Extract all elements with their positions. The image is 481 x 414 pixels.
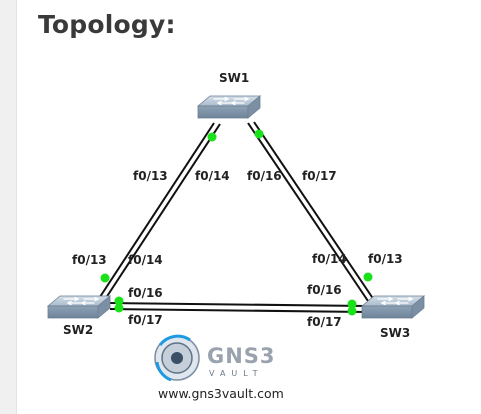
port-dot-sw3-left-a [347, 299, 357, 309]
if-label-sw2-right-b: f0/17 [128, 313, 163, 327]
port-dot-sw3-top [363, 272, 373, 282]
port-dot-sw1-right [254, 129, 264, 139]
if-label-sw3-left-a: f0/16 [307, 283, 342, 297]
device-label-sw1: SW1 [219, 71, 249, 85]
if-label-sw3-top-a: f0/14 [312, 252, 347, 266]
section-heading: Topology: [38, 10, 176, 39]
if-label-sw1-right-a: f0/16 [247, 169, 282, 183]
link-sw1-sw2 [95, 122, 221, 305]
link-sw1-sw3 [247, 121, 375, 302]
device-label-sw3: SW3 [380, 326, 410, 340]
logo-url: www.gns3vault.com [158, 386, 284, 401]
if-label-sw2-top-b: f0/14 [128, 253, 163, 267]
if-label-sw3-top-b: f0/13 [368, 252, 403, 266]
gns3vault-logo: GNS3 VAULT [154, 334, 276, 382]
port-dot-sw1-left [207, 132, 217, 142]
if-label-sw1-left-b: f0/14 [195, 169, 230, 183]
if-label-sw1-left-a: f0/13 [133, 169, 168, 183]
switch-sw3-icon [361, 295, 425, 319]
port-dot-sw3-left-b [347, 306, 357, 316]
if-label-sw3-left-b: f0/17 [307, 315, 342, 329]
content-card [17, 0, 481, 414]
switch-sw2-icon [47, 295, 111, 319]
switch-sw1-icon [197, 95, 261, 119]
port-dot-sw2-top [100, 273, 110, 283]
if-label-sw1-right-b: f0/17 [302, 169, 337, 183]
device-label-sw2: SW2 [63, 323, 93, 337]
logo-brand: GNS3 [207, 344, 276, 368]
port-dot-sw2-right-a [114, 296, 124, 306]
if-label-sw2-right-a: f0/16 [128, 286, 163, 300]
logo-tagline: VAULT [209, 369, 264, 378]
link-sw2-sw3 [109, 302, 367, 313]
if-label-sw2-top-a: f0/13 [72, 253, 107, 267]
page-margin [0, 0, 17, 414]
port-dot-sw2-right-b [114, 303, 124, 313]
